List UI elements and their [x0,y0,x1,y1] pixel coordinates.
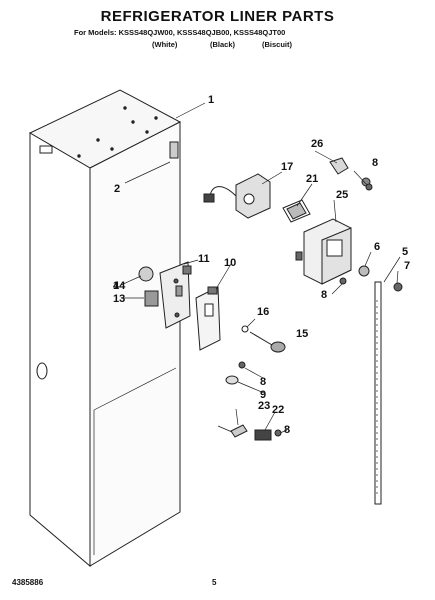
callout-13: 13 [113,293,125,305]
callout-10: 10 [224,257,236,269]
callout-4: 4 [113,280,120,292]
part-14-bumper [138,266,154,282]
part-9-cap [225,375,239,385]
callout-21: 21 [306,173,318,185]
callout-22: 22 [272,404,284,416]
callout-17: 17 [281,161,293,173]
part-21-lens [282,199,311,223]
rod [374,281,382,505]
callout-11: 11 [198,253,210,265]
callout-7: 7 [404,260,410,272]
part-13-block [144,290,159,307]
callout-2: 2 [114,183,120,195]
part-15-screw [249,331,286,353]
callout-15: 15 [296,328,308,340]
page-title: REFRIGERATOR LINER PARTS [100,8,335,25]
page-number: 5 [212,578,217,587]
variants-line: (White) (Black) (Biscuit) [152,40,322,50]
part-6-grommet [358,265,370,277]
part-11-hinge-plate [159,261,192,329]
callout-23: 23 [258,400,270,412]
callout-6: 6 [374,241,380,253]
part-22-switch [254,429,272,441]
callout-9: 9 [260,389,266,401]
callout-numbers: 1 2 4 5 6 7 8 8 8 8 9 10 11 13 14 15 16 … [113,94,410,436]
callout-8-b: 8 [321,289,327,301]
callout-14: 14 [113,280,126,292]
part-17-light-socket [203,173,271,219]
part-7-screw [393,282,403,292]
part-16-washer [241,325,249,333]
liner-box [28,89,182,568]
variant-black: (Black) [210,40,236,49]
part-23-clip [217,424,248,438]
callout-26: 26 [311,138,323,150]
part-25-control-housing [295,218,352,285]
doc-number: 4385886 [12,578,44,587]
part-2-fitting [124,141,179,184]
callout-25: 25 [336,189,348,201]
leader-lines [120,102,401,434]
callout-1: 1 [208,94,214,106]
callout-5: 5 [402,246,408,258]
variant-white: (White) [152,40,178,49]
callout-8-c: 8 [260,376,266,388]
models-line: For Models: KSSS48QJW00, KSSS48QJB00, KS… [74,28,286,37]
variant-biscuit: (Biscuit) [262,40,292,49]
callout-8-d: 8 [284,424,290,436]
part-8-screws [238,183,373,437]
part-10-bracket [195,286,221,351]
callout-16: 16 [257,306,269,318]
callout-8-a: 8 [372,157,378,169]
